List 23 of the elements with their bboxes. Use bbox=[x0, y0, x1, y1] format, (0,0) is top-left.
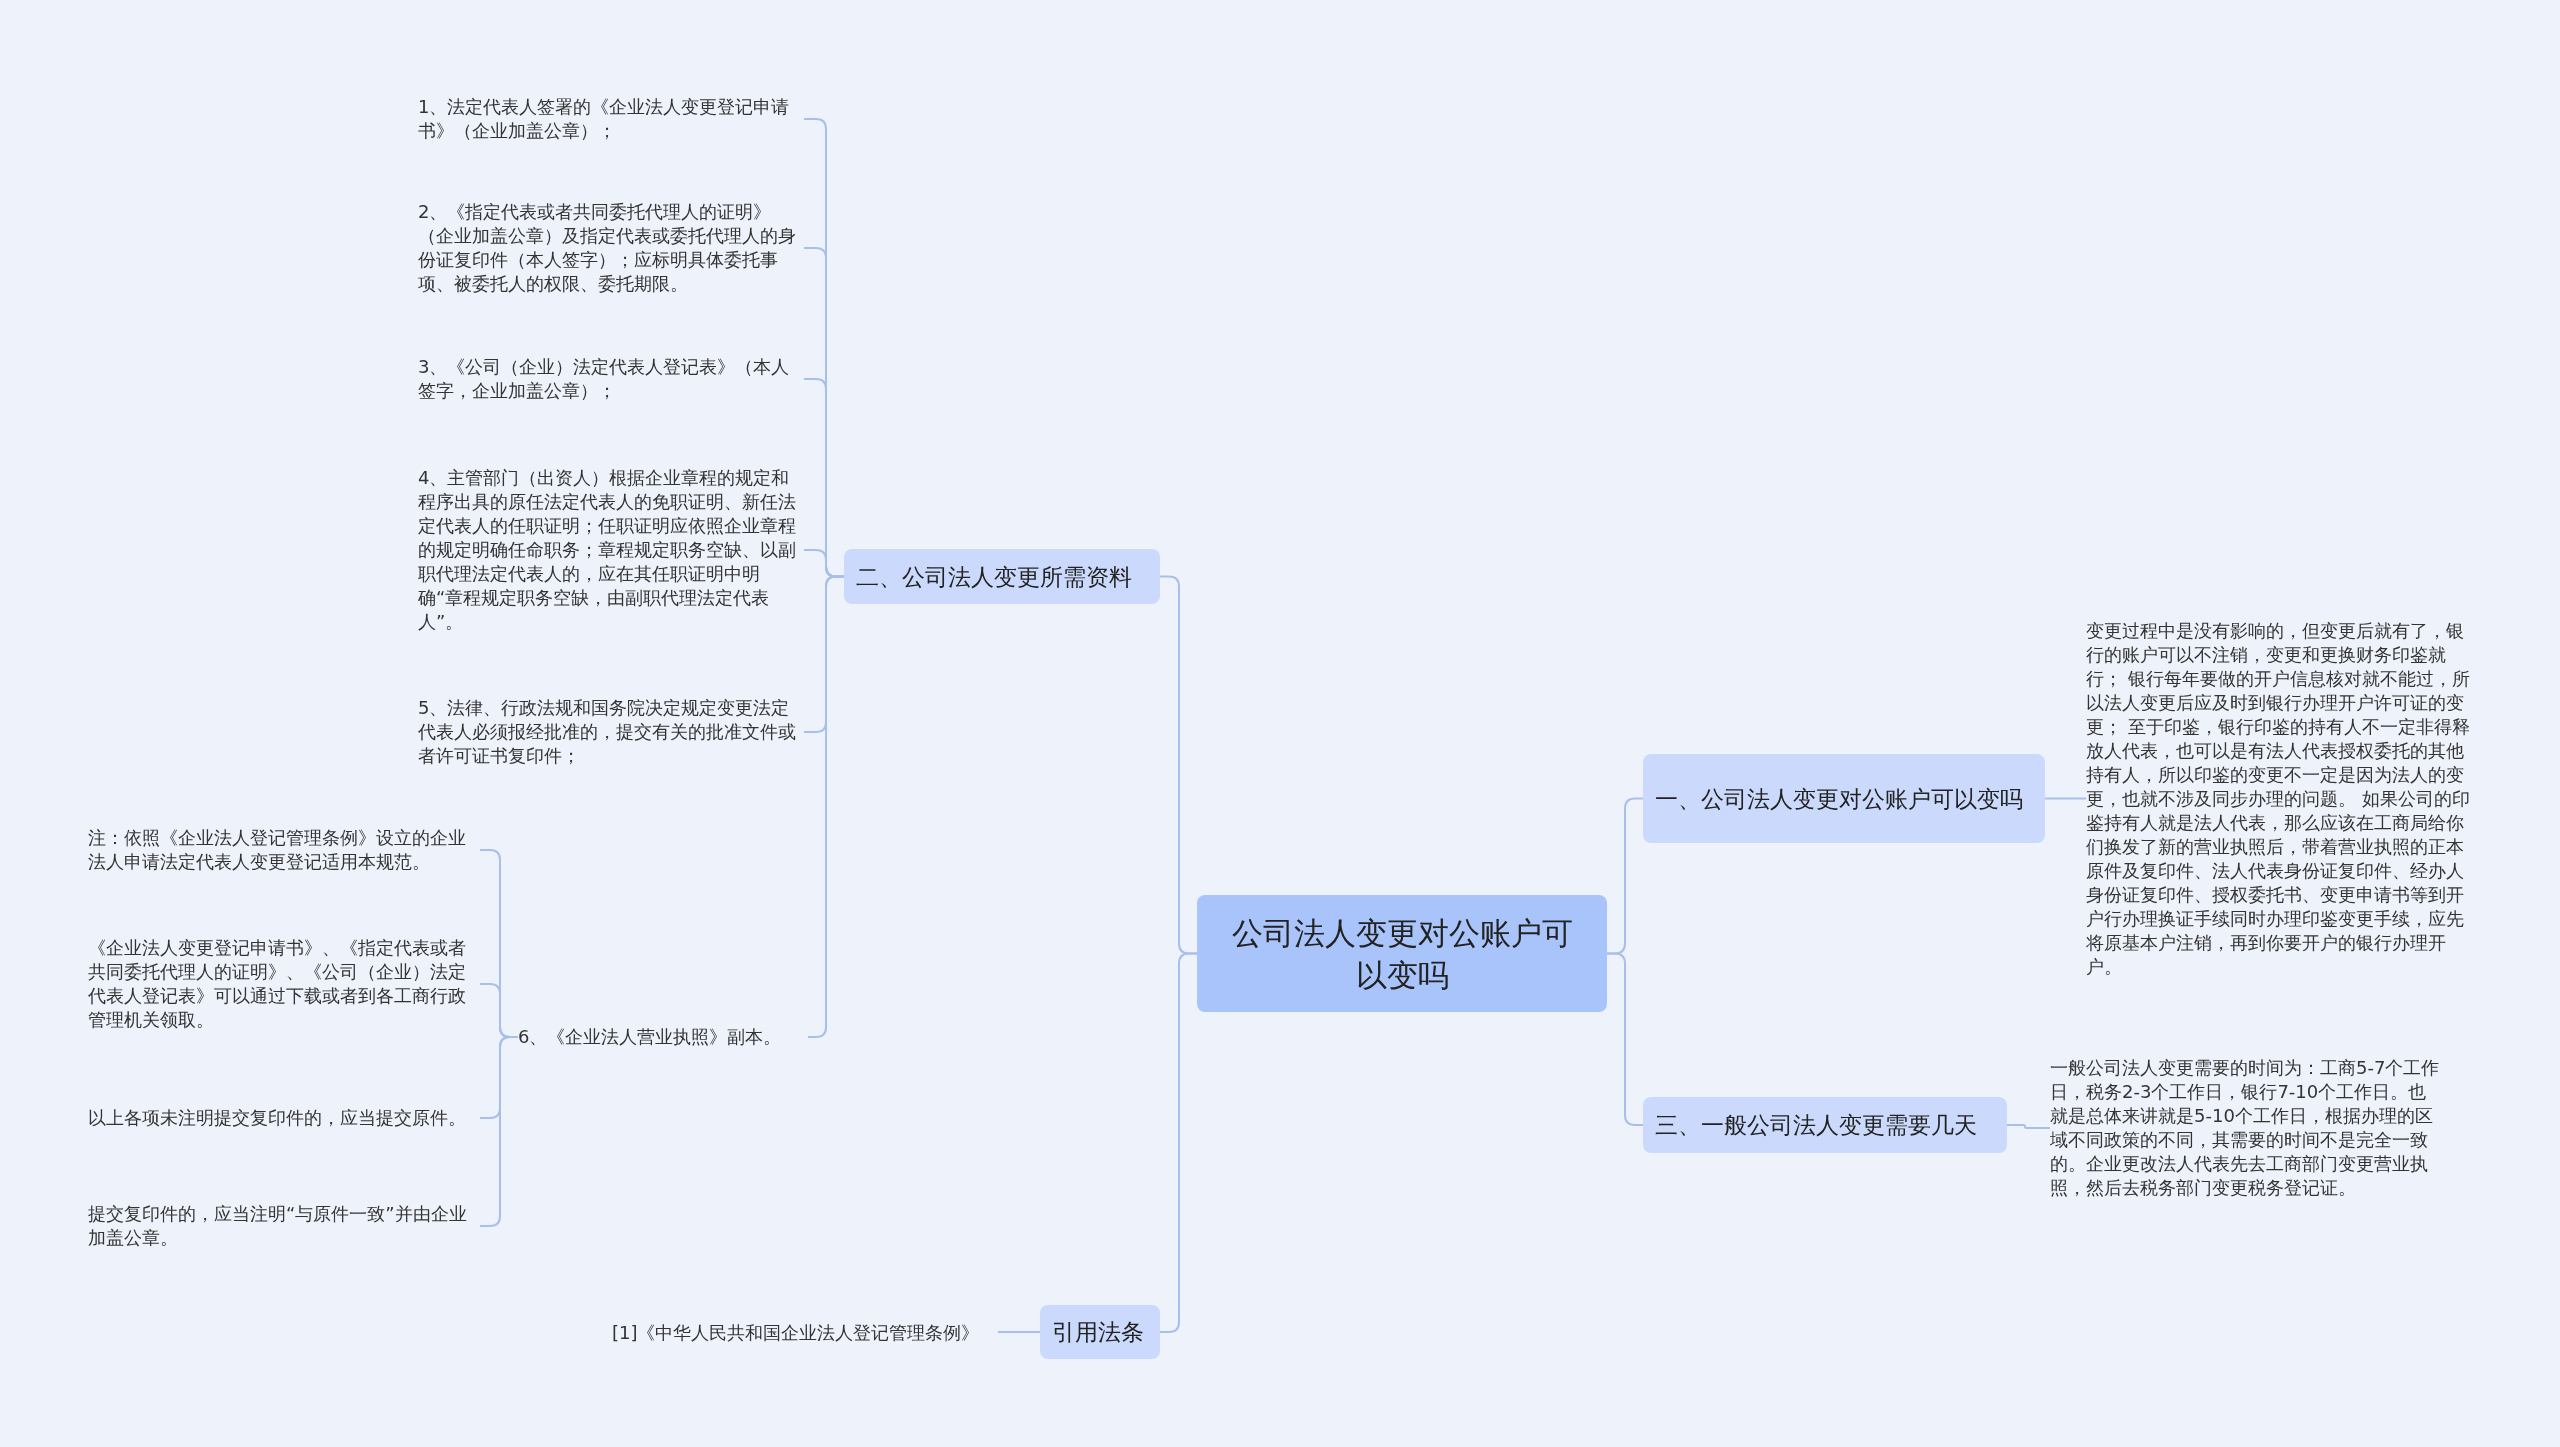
topic-box: 二、公司法人变更所需资料 bbox=[844, 549, 1160, 604]
connector-line bbox=[1159, 952, 1198, 1333]
note-text: 1、法定代表人签署的《企业法人变更登记申请书》（企业加盖公章）； bbox=[418, 92, 804, 146]
note-text: 3、《公司（企业）法定代表人登记表》（本人签字，企业加盖公章）； bbox=[418, 352, 804, 406]
note-text: 6、《企业法人营业执照》副本。 bbox=[518, 1022, 808, 1052]
note-text: 4、主管部门（出资人）根据企业章程的规定和程序出具的原任法定代表人的免职证明、新任法定代表人的任职证明；任职证明应依照企业章程的规定明确任命职务；章程规定职务空缺、以副职代理法定代表人的，应在其任职证明中明确“章程规定职务空缺，由副职代理法定代表人”。 bbox=[418, 462, 804, 638]
note-text: 提交复印件的，应当注明“与原件一致”并由企业加盖公章。 bbox=[88, 1198, 480, 1254]
connector-line bbox=[2006, 1124, 2051, 1129]
note-text: 变更过程中是没有影响的，但变更后就有了，银行的账户可以不注销，变更和更换财务印鉴就行； 银行每年要做的开户信息核对就不能过，所以法人变更后应及时到银行办理开户许可证的变更； 至于印鉴，银行印鉴的持有人不一定非得释放人代表，也可以是有法人代表授权委托的其他持有人，所以印鉴的变更不一定是因为法人的变更，也就不涉及同步办理的问题。 如果公司的印鉴持有人就是法人代表，那么应该在工商局给你们换发了新的营业执照后，带着营业执照的正本原件及复印件、法人代表身份证复印件、经办人身份证复印件、授权委托书、变更申请书等到开户行办理换证手续同时办理印鉴变更手续，应先将原基本户注销，再到你要开户的银行办理开户。 bbox=[2086, 614, 2480, 984]
connector-line bbox=[997, 1331, 1041, 1333]
note-text: 一般公司法人变更需要的时间为：工商5-7个工作日，税务2-3个工作日，银行7-10个工作日。也就是总体来讲就是5-10个工作日，根据办理的区域不同政策的不同，其需要的时间不是完全一致的。企业更改法人代表先去工商部门变更营业执照，然后去税务部门变更税务登记证。 bbox=[2050, 1040, 2440, 1216]
topic-box: 三、一般公司法人变更需要几天 bbox=[1643, 1097, 2007, 1153]
central-topic: 公司法人变更对公账户可以变吗 bbox=[1197, 895, 1607, 1012]
note-text: 以上各项未注明提交复印件的，应当提交原件。 bbox=[88, 1090, 480, 1146]
note-text: 5、法律、行政法规和国务院决定规定变更法定代表人必须报经批准的，提交有关的批准文件或者许可证书复印件； bbox=[418, 692, 804, 772]
note-text: 2、《指定代表或者共同委托代理人的证明》（企业加盖公章）及指定代表或委托代理人的身份证复印件（本人签字）；应标明具体委托事项、被委托人的权限、委托期限。 bbox=[418, 196, 804, 300]
connector-line bbox=[1606, 952, 1644, 1126]
connector-line bbox=[2044, 797, 2087, 800]
note-text: [1]《中华人民共和国企业法人登记管理条例》 bbox=[612, 1306, 998, 1360]
note-text: 注：依照《企业法人登记管理条例》设立的企业法人申请法定代表人变更登记适用本规范。 bbox=[88, 822, 480, 878]
topic-box: 一、公司法人变更对公账户可以变吗 bbox=[1643, 754, 2045, 843]
note-text: 《企业法人变更登记申请书》、《指定代表或者共同委托代理人的证明》、《公司（企业）法定代表人登记表》可以通过下载或者到各工商行政管理机关领取。 bbox=[88, 932, 480, 1036]
topic-box: 引用法条 bbox=[1040, 1305, 1160, 1359]
